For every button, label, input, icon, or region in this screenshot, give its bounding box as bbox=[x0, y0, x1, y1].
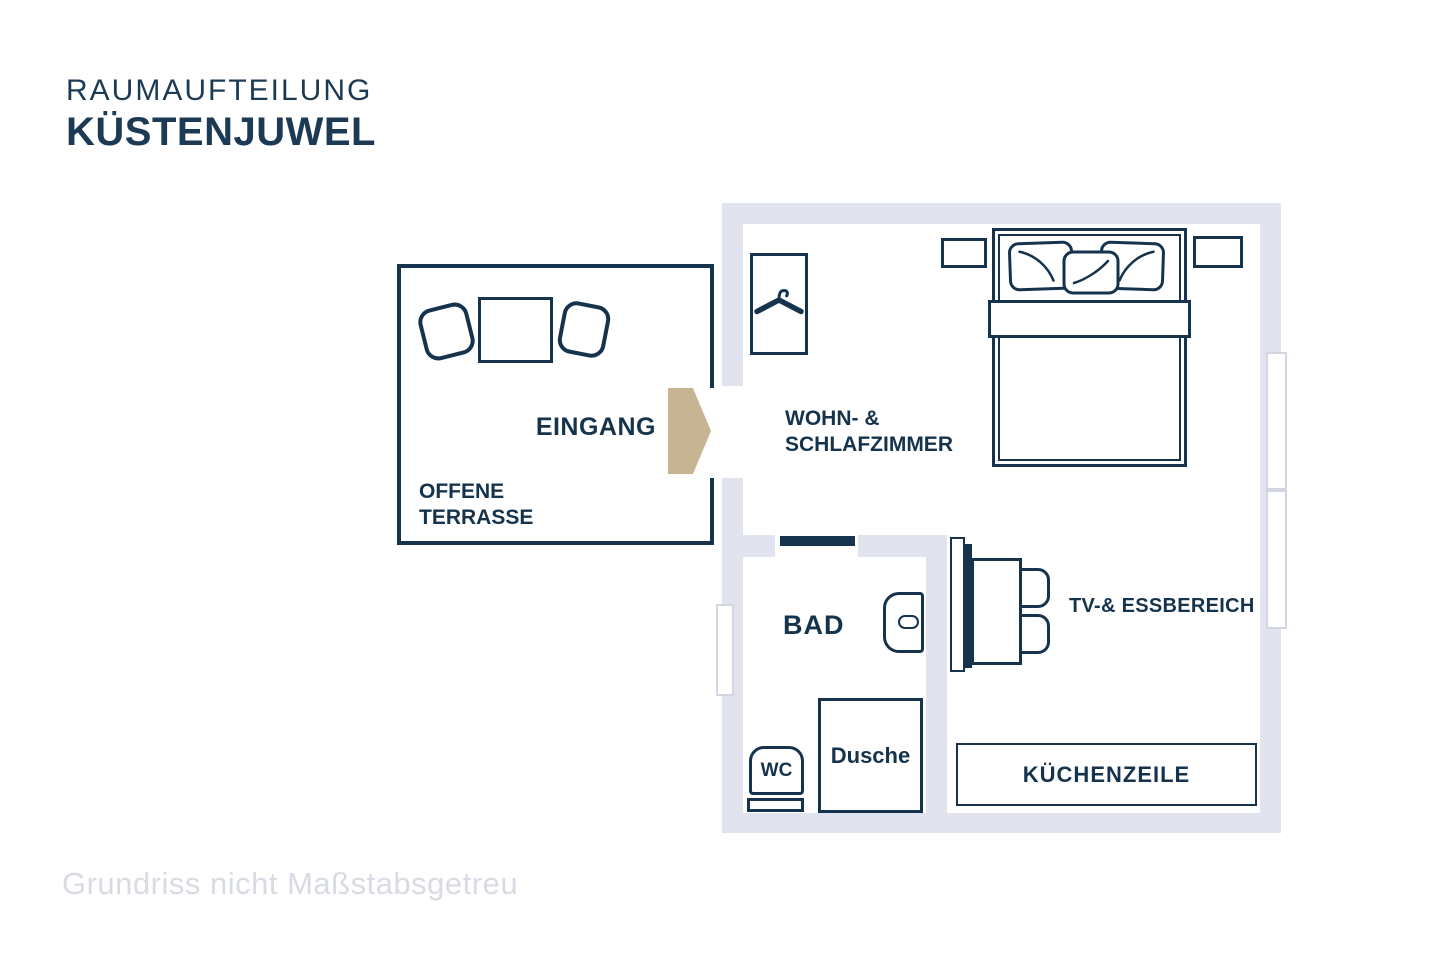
terrace-chair-left bbox=[415, 299, 478, 364]
terrace-label-line1: OFFENE bbox=[419, 480, 505, 503]
nightstand-right bbox=[1193, 236, 1243, 268]
terrace-border-right-upper bbox=[710, 264, 714, 388]
toilet-label: WC bbox=[760, 759, 793, 781]
entrance-arrow bbox=[668, 388, 711, 474]
bed-pillow-center bbox=[1062, 250, 1120, 295]
terrace-border-right-lower bbox=[710, 478, 714, 545]
toilet: WC bbox=[749, 746, 804, 795]
sofa-seat bbox=[971, 558, 1022, 665]
shower: Dusche bbox=[818, 698, 923, 813]
terrace-border-left bbox=[397, 264, 401, 545]
window-bathroom bbox=[716, 604, 734, 696]
wardrobe bbox=[750, 253, 808, 355]
bathroom-top-wall bbox=[858, 535, 926, 557]
living-room-label-line1: WOHN- & bbox=[785, 407, 880, 430]
sofa-back-strip bbox=[964, 544, 972, 668]
living-room-label: WOHN- & SCHLAFZIMMER bbox=[785, 406, 1005, 458]
window-right-lower bbox=[1266, 490, 1287, 629]
bathroom-door bbox=[780, 536, 855, 546]
tv-dining-label: TV-& ESSBEREICH bbox=[1069, 595, 1255, 617]
terrace-table bbox=[478, 297, 553, 363]
shower-label: Dusche bbox=[830, 742, 911, 768]
terrace-label: OFFENE TERRASSE bbox=[419, 479, 579, 531]
bathroom-label: BAD bbox=[783, 610, 845, 640]
sofa-cushion-bottom bbox=[1019, 614, 1050, 654]
sink-faucet bbox=[898, 615, 919, 629]
scale-disclaimer: Grundriss nicht Maßstabsgetreu bbox=[62, 866, 519, 901]
hanger-icon bbox=[753, 287, 805, 321]
living-room-label-line2: SCHLAFZIMMER bbox=[785, 433, 953, 456]
nightstand-left bbox=[941, 238, 987, 268]
sofa-back-panel bbox=[950, 537, 965, 672]
bed-duvet-band bbox=[988, 300, 1191, 338]
kitchenette-label: KÜCHENZEILE bbox=[1022, 761, 1191, 787]
page-subtitle: RAUMAUFTEILUNG bbox=[66, 74, 373, 107]
terrace-border-top bbox=[397, 264, 714, 268]
terrace-label-line2: TERRASSE bbox=[419, 506, 534, 529]
kitchenette: KÜCHENZEILE bbox=[956, 743, 1257, 806]
sofa-cushion-top bbox=[1019, 568, 1050, 608]
toilet-cistern bbox=[747, 798, 804, 812]
terrace-border-bottom bbox=[397, 541, 714, 545]
page-title: KÜSTENJUWEL bbox=[66, 110, 376, 154]
entrance-label: EINGANG bbox=[535, 413, 656, 441]
entrance-wall-gap bbox=[722, 386, 743, 478]
bathroom-wall-stub bbox=[743, 535, 775, 557]
window-right-upper bbox=[1266, 352, 1287, 490]
terrace-chair-right bbox=[555, 298, 613, 361]
bathroom-right-wall bbox=[926, 535, 947, 813]
